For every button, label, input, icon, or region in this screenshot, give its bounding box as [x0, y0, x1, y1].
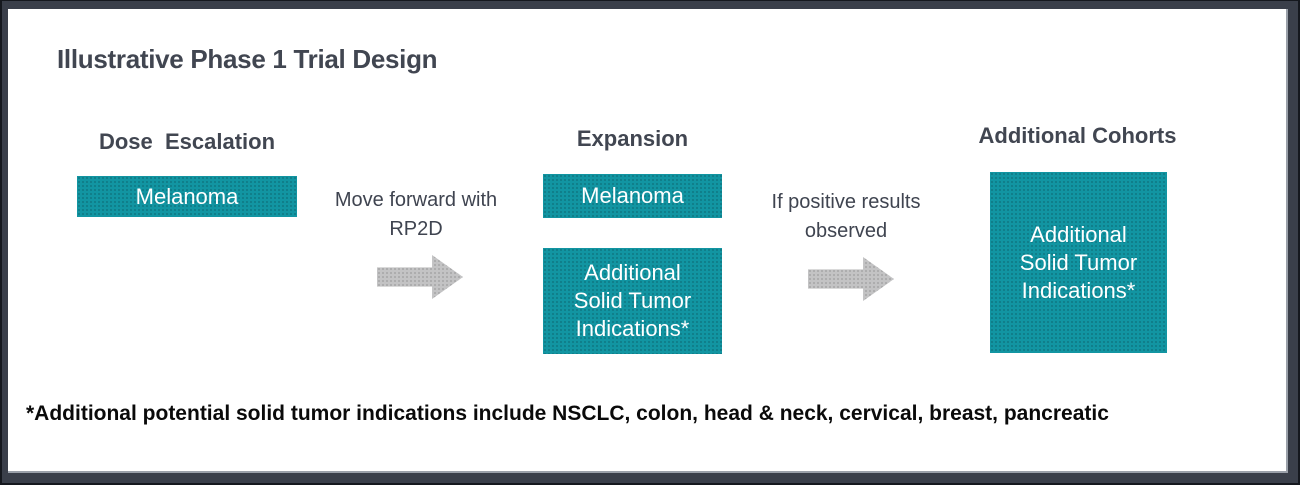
arrow-label-if-positive-results: If positive results observed — [771, 191, 921, 242]
arrow-label-move-forward-rp2d: Move forward with RP2D — [334, 189, 498, 240]
footnote-text: *Additional potential solid tumor indica… — [26, 402, 1109, 425]
box-melanoma-dose-escalation: Melanoma — [77, 176, 297, 217]
box-melanoma-expansion: Melanoma — [543, 174, 722, 218]
column-heading-dose-escalation: Dose Escalation — [98, 129, 276, 154]
box-additional-solid-tumor-cohorts: Additional Solid Tumor Indications* — [990, 172, 1167, 353]
slide-title: Illustrative Phase 1 Trial Design — [57, 44, 438, 74]
column-heading-expansion: Expansion — [576, 126, 689, 151]
box-additional-solid-tumor-expansion: Additional Solid Tumor Indications* — [543, 248, 722, 354]
column-heading-additional-cohorts: Additional Cohorts — [978, 123, 1177, 148]
